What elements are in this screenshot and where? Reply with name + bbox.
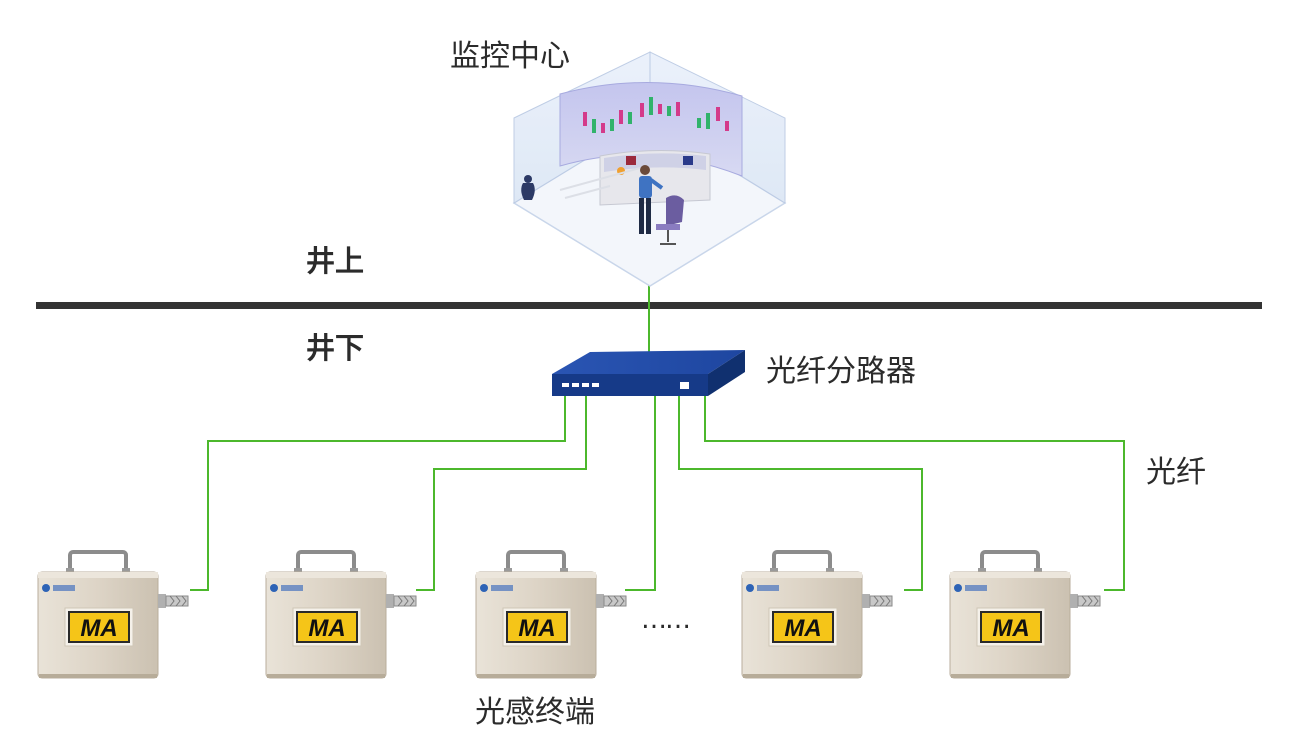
terminal-label: 光感终端 bbox=[475, 695, 595, 730]
splitter-label: 光纤分路器 bbox=[766, 354, 916, 389]
terminal-device-1 bbox=[36, 550, 190, 680]
fiber-splitter-device bbox=[552, 350, 745, 396]
fiber-line-5 bbox=[704, 394, 1125, 591]
terminal-device-3 bbox=[474, 550, 628, 680]
underground-label: 井下 bbox=[306, 331, 365, 365]
terminal-device-2 bbox=[264, 550, 418, 680]
control-center-label: 监控中心 bbox=[450, 39, 570, 74]
fiber-line-3 bbox=[625, 394, 656, 591]
fiber-line-1 bbox=[190, 394, 566, 591]
control-center-illustration bbox=[512, 51, 787, 287]
fiber-line-2 bbox=[416, 394, 587, 591]
fiber-line-4 bbox=[678, 394, 923, 591]
fiber-lines bbox=[190, 394, 1125, 591]
terminal-device-5 bbox=[948, 550, 1102, 680]
fiber-label: 光纤 bbox=[1146, 455, 1206, 490]
ellipsis-label: …… bbox=[641, 605, 691, 635]
terminal-device-4 bbox=[740, 550, 894, 680]
above-ground-label: 井上 bbox=[306, 244, 365, 278]
